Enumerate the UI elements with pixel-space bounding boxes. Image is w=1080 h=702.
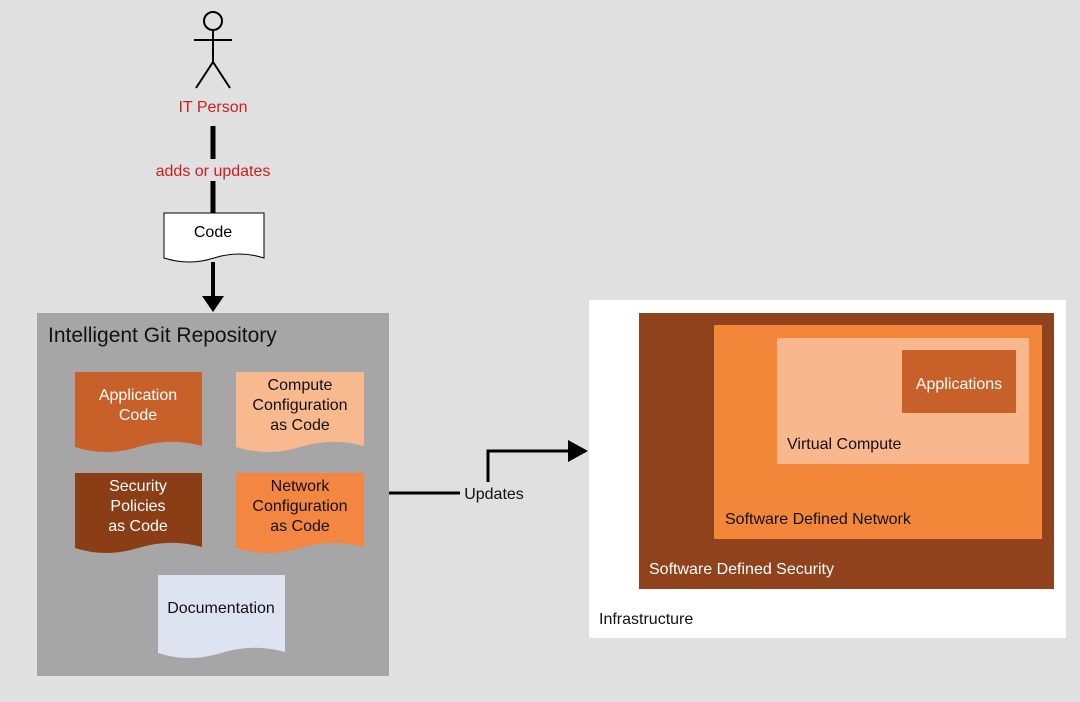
adds-or-updates-label: adds or updates [156, 163, 271, 180]
repo-doc-network-configuration: Network Configuration as Code [236, 473, 364, 553]
figure-right-leg [212, 61, 231, 89]
repo-to-infra-connector [389, 449, 578, 495]
updates-label-bg [460, 482, 528, 504]
doc-label-line: Configuration [252, 397, 347, 414]
doc-label-line: Code [119, 407, 157, 424]
applications-box [902, 350, 1016, 413]
it-person-label: IT Person [178, 99, 247, 116]
doc-label-line: as Code [270, 518, 330, 535]
doc-label-line: Application [99, 387, 177, 404]
repo-to-infra-arrowhead [568, 440, 588, 462]
repo-doc-compute-configuration: Compute Configuration as Code [236, 372, 364, 452]
applications-label: Applications [916, 376, 1002, 393]
doc-label-line: Network [271, 478, 331, 495]
software-defined-network-label: Software Defined Network [725, 511, 912, 528]
doc-label-line: Configuration [252, 498, 347, 515]
repo-doc-documentation: Documentation [158, 575, 285, 658]
virtual-compute-label: Virtual Compute [787, 436, 902, 453]
git-repository-title: Intelligent Git Repository [48, 324, 277, 347]
code-to-repo-arrowhead [202, 296, 224, 312]
doc-label-line: Policies [110, 498, 165, 515]
edge-label-bg [146, 159, 280, 181]
figure-left-leg [195, 61, 214, 89]
doc-label-line: as Code [108, 518, 168, 535]
doc-label-line: as Code [270, 417, 330, 434]
repo-doc-application-code: Application Code [75, 372, 202, 452]
code-document [163, 212, 265, 263]
code-label: Code [194, 224, 232, 241]
software-defined-security-label: Software Defined Security [649, 561, 834, 578]
infrastructure-label: Infrastructure [599, 611, 693, 628]
updates-label: Updates [464, 486, 524, 503]
doc-label-line: Compute [268, 377, 333, 394]
doc-label-line: Documentation [167, 600, 275, 617]
it-person-figure [194, 11, 232, 89]
repo-doc-security-policies: Security Policies as Code [75, 473, 202, 553]
figure-head [203, 11, 223, 31]
doc-label-line: Security [109, 478, 167, 495]
